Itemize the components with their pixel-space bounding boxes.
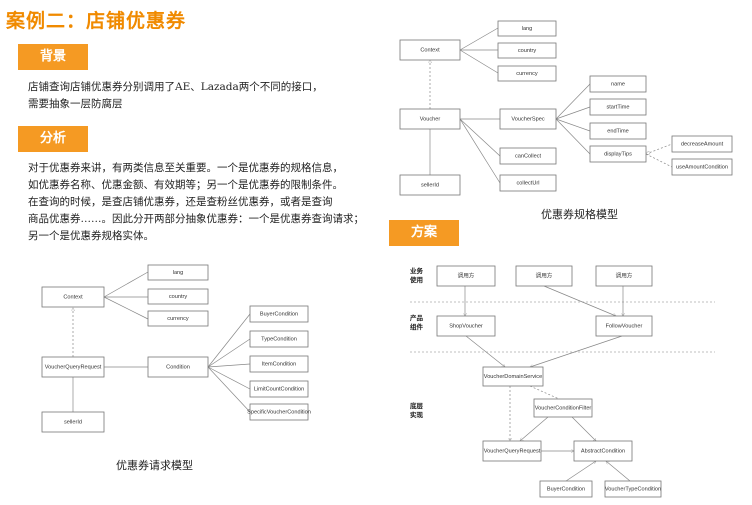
background-line: 店铺查询店铺优惠券分别调用了AE、Lazada两个不同的接口， xyxy=(28,81,323,93)
svg-text:currency: currency xyxy=(516,71,538,77)
sol-shop-voucher-node: ShopVoucher xyxy=(436,315,496,337)
svg-text:调用方: 调用方 xyxy=(536,271,553,279)
sp-country-node: country xyxy=(497,42,557,59)
svg-text:country: country xyxy=(518,48,537,54)
svg-text:startTime: startTime xyxy=(606,104,629,110)
request-model-diagram: Context lang country currency VoucherQue… xyxy=(41,264,311,433)
svg-text:VoucherSpec: VoucherSpec xyxy=(511,116,544,122)
sol-caller-3-node: 调用方 xyxy=(595,265,653,287)
svg-text:country: country xyxy=(169,294,188,300)
sol-abstract-condition-node: AbstractCondition xyxy=(573,440,633,462)
sol-buyer-condition-node: BuyerCondition xyxy=(539,480,593,498)
rq-lang-node: lang xyxy=(147,264,209,281)
svg-text:BuyerCondition: BuyerCondition xyxy=(547,486,585,492)
sp-context-node: Context xyxy=(399,39,461,61)
svg-text:Context: Context xyxy=(63,294,83,300)
layer-infra-label: 底层实现 xyxy=(410,401,424,419)
page-title: 案例二：店铺优惠券 xyxy=(6,10,187,32)
svg-text:ItemCondition: ItemCondition xyxy=(262,361,297,367)
background-line: 需要抽象一层防腐层 xyxy=(28,98,123,110)
rq-voucher-query-request-node: VoucherQueryRequest xyxy=(41,356,105,378)
sol-voucher-condition-filter-node: VoucherConditionFilter xyxy=(533,398,593,418)
layer-product-label: 产品组件 xyxy=(410,313,424,331)
sp-can-collect-node: canCollect xyxy=(499,147,557,165)
analysis-line: 另一个是优惠券规格实体。 xyxy=(28,230,154,242)
svg-text:调用方: 调用方 xyxy=(616,271,633,279)
analysis-text: 对于优惠券来讲，有两类信息至关重要。一个是优惠券的规格信息， 如优惠券名称、优惠… xyxy=(28,160,364,245)
rq-limit-count-condition-node: LimitCountCondition xyxy=(249,380,309,398)
solution-diagram: 业务使用 产品组件 底层实现 调用方 调用方 调用方 ShopVoucher F… xyxy=(409,265,715,498)
svg-text:decreaseAmount: decreaseAmount xyxy=(681,141,724,147)
background-text: 店铺查询店铺优惠券分别调用了AE、Lazada两个不同的接口， 需要抽象一层防腐… xyxy=(28,79,323,113)
svg-text:currency: currency xyxy=(167,316,189,322)
rq-item-condition-node: ItemCondition xyxy=(249,355,309,373)
sp-seller-id-node: sellerId xyxy=(399,174,461,196)
analysis-line: 在查询的时候，是查店铺优惠券，还是查粉丝优惠券，或者是查询 xyxy=(28,196,333,208)
sp-lang-node: lang xyxy=(497,20,557,37)
sol-caller-1-node: 调用方 xyxy=(436,265,496,287)
svg-text:sellerId: sellerId xyxy=(64,419,82,425)
sp-collect-url-node: collectUrl xyxy=(499,174,557,192)
sp-decrease-amount-node: decreaseAmount xyxy=(671,135,733,153)
svg-text:TypeCondition: TypeCondition xyxy=(261,336,297,342)
svg-text:VoucherQueryRequest: VoucherQueryRequest xyxy=(484,448,541,454)
sol-voucher-domain-service-node: VoucherDomainService xyxy=(482,366,544,387)
svg-text:VoucherConditionFilter: VoucherConditionFilter xyxy=(535,405,592,411)
sp-use-amount-condition-node: useAmountCondition xyxy=(671,158,733,176)
sp-voucher-node: Voucher xyxy=(399,108,461,130)
rq-seller-id-node: sellerId xyxy=(41,411,105,433)
sol-voucher-query-request-node: VoucherQueryRequest xyxy=(482,440,542,462)
sp-name-node: name xyxy=(589,75,647,93)
rq-condition-node: Condition xyxy=(147,356,209,378)
svg-text:displayTips: displayTips xyxy=(604,151,632,157)
sol-follow-voucher-node: FollowVoucher xyxy=(595,315,653,337)
sp-currency-node: currency xyxy=(497,65,557,82)
sp-start-time-node: startTime xyxy=(589,98,647,116)
sp-end-time-node: endTime xyxy=(589,122,647,140)
svg-text:VoucherTypeCondition: VoucherTypeCondition xyxy=(605,486,661,492)
svg-text:AbstractCondition: AbstractCondition xyxy=(581,448,625,454)
svg-text:VoucherDomainService: VoucherDomainService xyxy=(484,374,542,380)
svg-text:Voucher: Voucher xyxy=(420,116,441,122)
svg-text:Condition: Condition xyxy=(166,364,190,370)
rq-context-node: Context xyxy=(41,286,105,308)
svg-text:lang: lang xyxy=(522,26,533,32)
rq-currency-node: currency xyxy=(147,310,209,327)
svg-text:BuyerCondition: BuyerCondition xyxy=(260,311,298,317)
svg-text:sellerId: sellerId xyxy=(421,182,439,188)
svg-text:name: name xyxy=(611,81,625,87)
svg-text:lang: lang xyxy=(173,270,184,276)
svg-text:collectUrl: collectUrl xyxy=(516,180,539,186)
solution-badge: 方案 xyxy=(389,220,459,246)
background-badge: 背景 xyxy=(18,44,88,70)
svg-text:FollowVoucher: FollowVoucher xyxy=(606,323,643,329)
sol-caller-2-node: 调用方 xyxy=(515,265,573,287)
analysis-line: 如优惠券名称、优惠金额、有效期等；另一个是优惠券的限制条件。 xyxy=(28,179,343,191)
svg-text:ShopVoucher: ShopVoucher xyxy=(449,323,483,329)
rq-specific-voucher-condition-node: SpecificVoucherCondition xyxy=(247,403,311,421)
analysis-badge: 分析 xyxy=(18,126,88,152)
svg-text:VoucherQueryRequest: VoucherQueryRequest xyxy=(45,364,102,370)
layer-business-label: 业务使用 xyxy=(409,266,424,284)
spec-model-caption: 优惠券规格模型 xyxy=(541,208,618,221)
sol-voucher-type-condition-node: VoucherTypeCondition xyxy=(604,480,662,498)
analysis-line: 对于优惠券来讲，有两类信息至关重要。一个是优惠券的规格信息， xyxy=(28,162,343,174)
svg-text:SpecificVoucherCondition: SpecificVoucherCondition xyxy=(247,409,311,415)
sp-voucher-spec-node: VoucherSpec xyxy=(499,108,557,130)
rq-buyer-condition-node: BuyerCondition xyxy=(249,305,309,323)
svg-text:endTime: endTime xyxy=(607,128,629,134)
svg-text:调用方: 调用方 xyxy=(458,271,475,279)
svg-text:canCollect: canCollect xyxy=(515,153,542,159)
rq-type-condition-node: TypeCondition xyxy=(249,330,309,348)
sp-display-tips-node: displayTips xyxy=(589,145,647,163)
svg-text:useAmountCondition: useAmountCondition xyxy=(676,164,728,170)
svg-text:LimitCountCondition: LimitCountCondition xyxy=(254,386,304,392)
rq-country-node: country xyxy=(147,288,209,305)
svg-text:Context: Context xyxy=(420,47,440,53)
request-model-caption: 优惠券请求模型 xyxy=(116,459,193,472)
spec-model-diagram: lang Context country currency Voucher Vo… xyxy=(399,20,733,196)
analysis-line: 商品优惠券……。因此分开两部分抽象优惠券：一个是优惠券查询请求； xyxy=(28,213,364,225)
